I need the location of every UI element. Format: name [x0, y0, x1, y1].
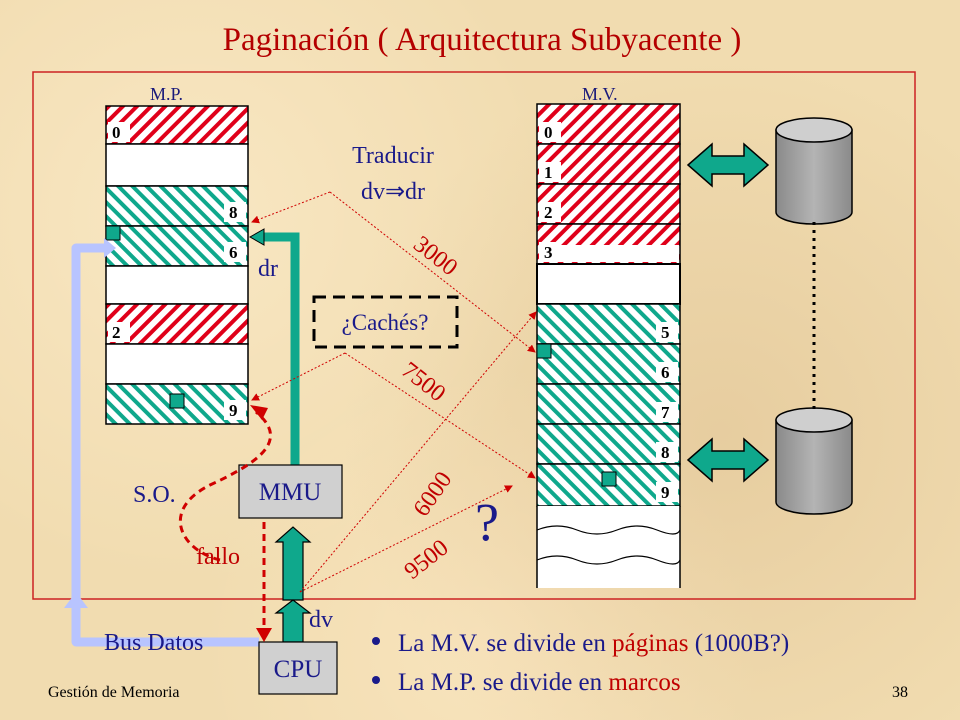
translate-label: Traducir — [352, 143, 434, 169]
mv-page-label: 3 — [544, 243, 553, 262]
mv-label-box — [656, 442, 678, 462]
mp-frame-label: 0 — [112, 123, 121, 142]
mv-label-box — [539, 122, 561, 142]
page-number: 38 — [892, 684, 908, 701]
mv-page-label: 6 — [661, 363, 670, 382]
mp-label: M.P. — [150, 84, 183, 104]
mv-label-box — [656, 482, 678, 502]
torn-edge — [536, 555, 681, 565]
mp-word-marker — [169, 393, 185, 409]
footer-title: Gestión de Memoria — [48, 684, 180, 701]
mv-label-box — [656, 362, 678, 382]
address-7500: 7500 — [396, 357, 450, 407]
cpu-box — [258, 641, 338, 695]
dv-arrow-upper — [274, 526, 312, 601]
translation-lines — [251, 191, 537, 593]
mv-page-label: 7 — [661, 403, 670, 422]
swap-arrow-bottom-icon — [686, 437, 770, 483]
address-3000-line — [329, 191, 536, 353]
mv-page-label: 0 — [544, 123, 553, 142]
virtual-memory: 0 1 2 3 5 6 7 8 9 — [536, 103, 681, 588]
mp-frame-empty — [105, 265, 249, 305]
address-9500: 9500 — [400, 535, 454, 585]
mp-label-box — [108, 322, 130, 342]
unknown-question-mark: ? — [475, 492, 499, 552]
data-bus-arrowhead — [104, 238, 116, 258]
mp-frame-label: 6 — [229, 243, 238, 262]
address-7500-line — [344, 352, 536, 479]
bullet-1: La M.V. se divide en páginas (1000B?) — [398, 630, 789, 657]
dr-path — [262, 232, 300, 465]
mp-frame-empty — [105, 143, 249, 187]
mp-label-box — [224, 242, 246, 262]
dv-dr-label: dv⇒dr — [361, 179, 425, 205]
address-6000-line — [299, 311, 537, 593]
data-bus-label: Bus Datos — [104, 630, 203, 656]
bullet-dot — [372, 676, 380, 684]
dr-arrowhead — [248, 228, 265, 246]
bullet-dot — [372, 637, 380, 645]
address-6000: 6000 — [409, 467, 458, 521]
address-9500-line — [299, 485, 513, 593]
physical-memory: 0 8 6 2 9 — [105, 105, 249, 425]
translate-line — [251, 191, 331, 224]
mv-page-label: 1 — [544, 163, 553, 182]
mp-label-box — [224, 400, 246, 420]
torn-edge — [536, 525, 681, 535]
mv-page-label: 5 — [661, 323, 670, 342]
mv-page-3-gap — [539, 245, 679, 262]
cache-label: ¿Cachés? — [342, 310, 429, 335]
mv-label: M.V. — [582, 84, 618, 104]
mv-continuation — [537, 506, 680, 588]
cache-line — [251, 352, 346, 401]
mv-word-marker — [601, 471, 617, 487]
cache-box — [312, 295, 459, 349]
mp-frame-empty — [105, 343, 249, 385]
data-bus-line — [71, 243, 259, 647]
fault-label: fallo — [196, 544, 240, 570]
disk-top — [775, 117, 853, 225]
dv-arrow-lower — [274, 599, 312, 643]
mv-page-label: 2 — [544, 203, 553, 222]
mp-label-box — [224, 202, 246, 222]
mv-page-4 — [536, 263, 681, 305]
mp-word-marker — [105, 225, 121, 241]
dv-label: dv — [309, 607, 333, 633]
mv-label-box — [656, 322, 678, 342]
main-frame — [32, 71, 916, 600]
mp-frame-label: 2 — [112, 323, 121, 342]
mmu-box — [238, 464, 343, 519]
bullet-2: La M.P. se divide en marcos — [398, 669, 681, 696]
mv-page-label: 8 — [661, 443, 670, 462]
slide-title: Paginación ( Arquitectura Subyacente ) — [223, 22, 742, 58]
mv-word-marker — [536, 343, 552, 359]
os-label: S.O. — [133, 482, 176, 508]
mp-label-box — [108, 122, 130, 142]
os-handler-arrowhead — [250, 405, 268, 420]
mp-frame-label: 8 — [229, 203, 238, 222]
swap-arrow-top-icon — [686, 142, 770, 188]
disk-bottom — [775, 407, 853, 515]
mv-label-box — [539, 162, 561, 182]
mv-label-box — [539, 202, 561, 222]
mp-frame-label: 9 — [229, 401, 238, 420]
fault-arrowhead — [256, 628, 272, 642]
mv-page-label: 9 — [661, 483, 670, 502]
mv-label-box — [539, 242, 561, 262]
mv-label-box — [656, 402, 678, 422]
os-handler-curve — [178, 410, 272, 562]
cpu-label: CPU — [274, 656, 323, 683]
mmu-label: MMU — [259, 479, 322, 506]
dr-label: dr — [258, 256, 278, 282]
data-bus-arrowhead — [64, 592, 88, 608]
